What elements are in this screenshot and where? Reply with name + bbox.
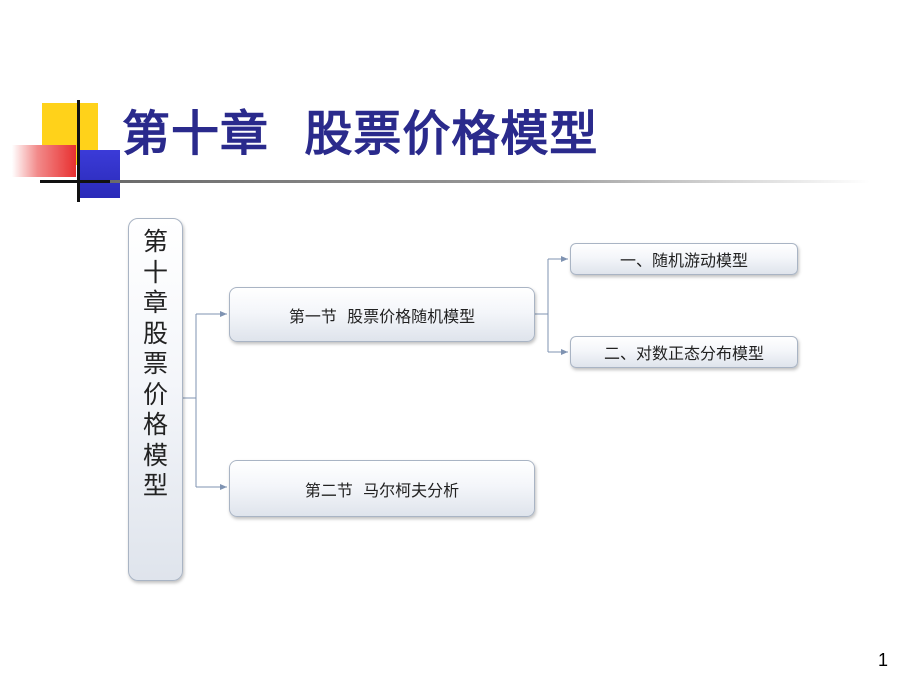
section-2-node: 第二节 马尔柯夫分析 — [229, 460, 535, 517]
slide-title: 第十章 股票价格模型 — [122, 106, 599, 162]
subsection-lognormal-node: 二、对数正态分布模型 — [570, 336, 798, 368]
page-number: 1 — [878, 650, 889, 670]
subsection-random-walk-node: 一、随机游动模型 — [570, 243, 798, 275]
title-underline — [110, 180, 870, 183]
root-node: 第十章 股票价格模型 — [128, 218, 183, 581]
logo-horizontal-line — [40, 180, 122, 183]
logo-blue-square — [78, 150, 120, 198]
logo-vertical-line — [77, 100, 80, 202]
root-node-label: 第十章 股票价格模型 — [142, 227, 168, 500]
section-1-node: 第一节 股票价格随机模型 — [229, 287, 535, 342]
logo-red-bar — [12, 145, 76, 177]
